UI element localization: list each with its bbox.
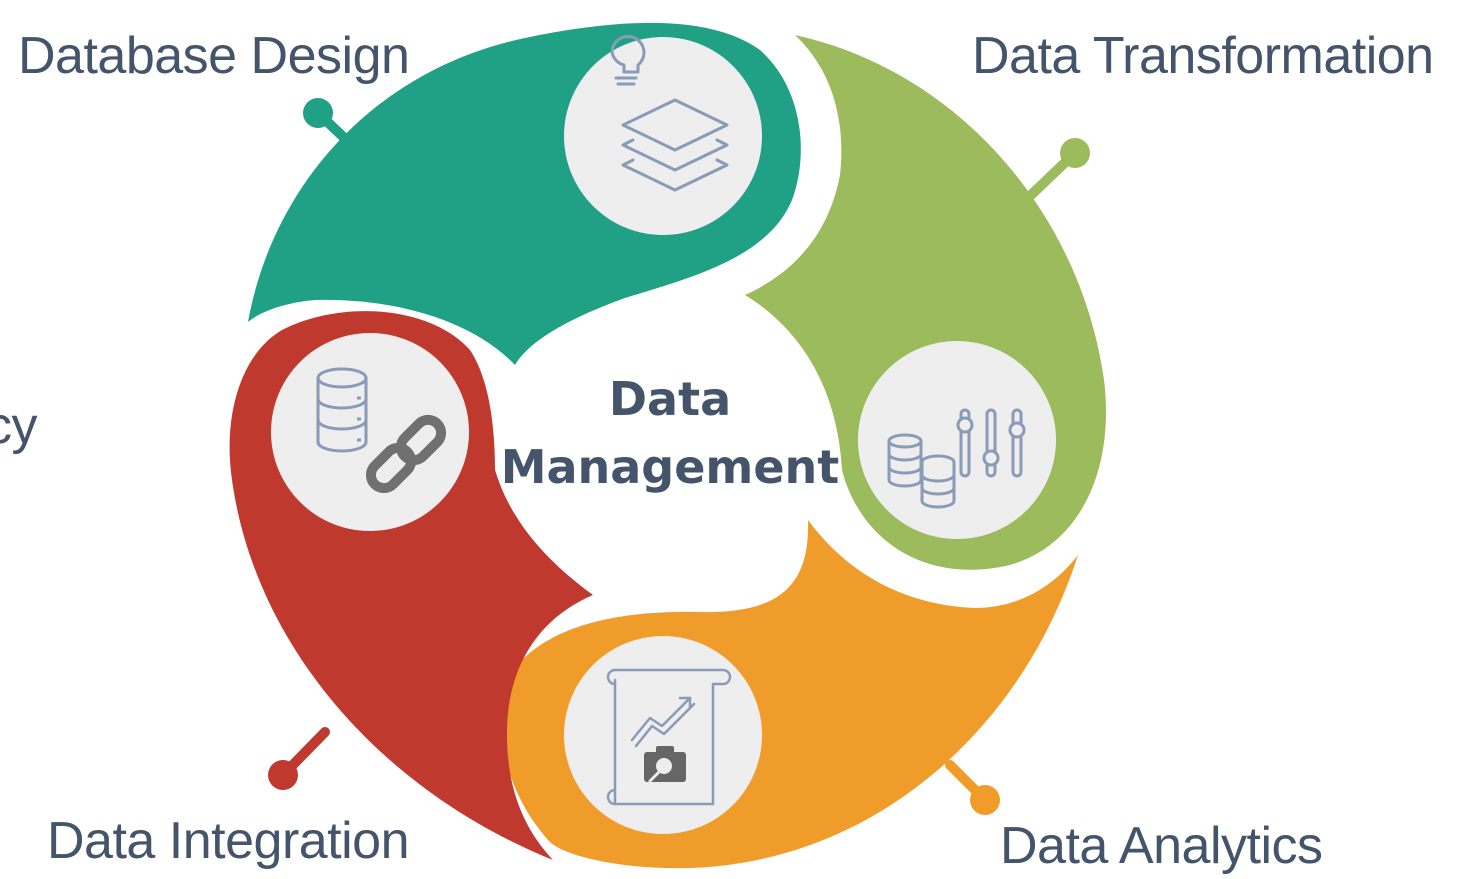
center-title-line1: Data xyxy=(608,372,732,426)
database-sliders-icon xyxy=(858,341,1056,539)
layers-lightbulb-icon xyxy=(564,35,762,235)
connector-data-analytics xyxy=(945,760,1000,815)
database-link-icon xyxy=(271,333,469,531)
label-data-analytics: Data Analytics xyxy=(1000,817,1323,875)
connector-data-integration xyxy=(268,727,330,790)
center-title-line2: Management xyxy=(500,440,840,494)
connector-data-transformation xyxy=(1025,138,1090,201)
label-data-transformation: Data Transformation xyxy=(972,27,1434,85)
label-partial-text: cy xyxy=(0,397,38,455)
label-data-integration: Data Integration xyxy=(47,812,410,870)
label-database-design: Database Design xyxy=(18,27,410,85)
center-title: Data Management xyxy=(490,365,850,501)
report-growth-icon xyxy=(564,636,762,834)
